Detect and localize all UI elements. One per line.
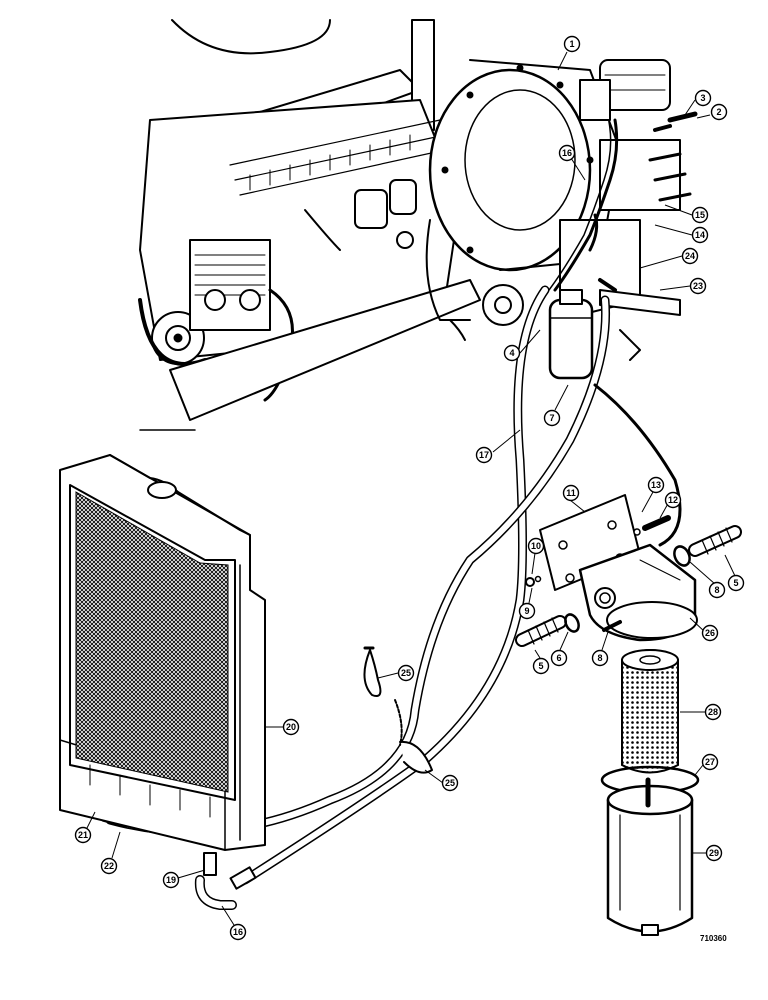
callout-label: 5 bbox=[538, 661, 543, 671]
callout-1: 1 bbox=[563, 35, 581, 53]
hose-clamp-25 bbox=[394, 699, 433, 774]
callout-label: 11 bbox=[566, 488, 576, 498]
hose-clamp-26 bbox=[363, 646, 382, 697]
o-ring-6-left bbox=[564, 613, 580, 633]
callout-label: 3 bbox=[700, 93, 705, 103]
callout-5-right: 5 bbox=[727, 574, 745, 592]
connector-5-right bbox=[688, 525, 742, 557]
callout-3: 3 bbox=[694, 89, 712, 107]
callout-6-left: 6 bbox=[550, 649, 568, 667]
callout-label: 5 bbox=[733, 578, 738, 588]
callout-label: 20 bbox=[286, 722, 296, 732]
callout-19: 19 bbox=[162, 871, 180, 889]
washer-10 bbox=[534, 575, 542, 583]
callout-label: 9 bbox=[524, 606, 529, 616]
callout-7: 7 bbox=[543, 409, 561, 427]
callout-21: 21 bbox=[74, 826, 92, 844]
callout-label: 7 bbox=[549, 413, 554, 423]
callout-label: 17 bbox=[479, 450, 489, 460]
callout-2: 2 bbox=[710, 103, 728, 121]
callout-label: 16 bbox=[562, 148, 572, 158]
hose-22 bbox=[105, 295, 611, 836]
callout-4: 4 bbox=[503, 344, 521, 362]
callout-16-upper: 16 bbox=[558, 144, 576, 162]
callout-label: 16 bbox=[233, 927, 243, 937]
callout-label: 6 bbox=[556, 653, 561, 663]
callout-label: 24 bbox=[685, 251, 695, 261]
stud-8 bbox=[602, 620, 622, 632]
callout-13: 13 bbox=[647, 476, 665, 494]
callout-label: 4 bbox=[509, 348, 514, 358]
callout-15: 15 bbox=[691, 206, 709, 224]
radiator-core bbox=[75, 491, 229, 793]
callout-25-upper: 25 bbox=[397, 664, 415, 682]
callout-label: 28 bbox=[708, 707, 718, 717]
callout-9: 9 bbox=[518, 602, 536, 620]
callout-11: 11 bbox=[562, 484, 580, 502]
callout-8-lower: 8 bbox=[591, 649, 609, 667]
callout-label: 21 bbox=[78, 830, 88, 840]
cooler-tube bbox=[548, 118, 619, 292]
hose-17 bbox=[240, 285, 550, 885]
callout-label: 22 bbox=[104, 861, 114, 871]
filter-head-assembly bbox=[539, 494, 698, 642]
nut-9 bbox=[525, 577, 535, 587]
callout-label: 25 bbox=[401, 668, 411, 678]
elbow-fitting-16 bbox=[194, 852, 237, 910]
callout-label: 2 bbox=[716, 107, 721, 117]
o-ring-8-right bbox=[673, 545, 691, 567]
callout-label: 19 bbox=[166, 875, 176, 885]
filter-bowl-29 bbox=[606, 777, 694, 936]
callout-5-left: 5 bbox=[532, 657, 550, 675]
callout-25-lower: 25 bbox=[441, 774, 459, 792]
callout-16-lower: 16 bbox=[229, 923, 247, 941]
callout-label: 27 bbox=[705, 757, 715, 767]
connector-5-left bbox=[515, 615, 567, 647]
callout-27: 27 bbox=[701, 753, 719, 771]
callout-10: 10 bbox=[527, 537, 545, 555]
callout-20: 20 bbox=[282, 718, 300, 736]
callout-label: 8 bbox=[597, 653, 602, 663]
callout-label: 25 bbox=[445, 778, 455, 788]
callout-label: 14 bbox=[695, 230, 705, 240]
callout-label: 13 bbox=[651, 480, 661, 490]
filter-element-28 bbox=[621, 649, 679, 774]
callout-label: 23 bbox=[693, 281, 703, 291]
figure-code: 710360 bbox=[700, 934, 727, 943]
engine-assembly bbox=[138, 19, 698, 431]
callout-29: 29 bbox=[705, 844, 723, 862]
callout-17: 17 bbox=[475, 446, 493, 464]
callout-label: 1 bbox=[569, 39, 574, 49]
callout-24: 24 bbox=[681, 247, 699, 265]
callout-14: 14 bbox=[691, 226, 709, 244]
callout-label: 10 bbox=[531, 541, 541, 551]
callout-label: 12 bbox=[668, 495, 678, 505]
callout-22: 22 bbox=[100, 857, 118, 875]
bolt-12 bbox=[633, 515, 671, 536]
callout-23: 23 bbox=[689, 277, 707, 295]
callout-label: 29 bbox=[709, 848, 719, 858]
callout-label: 15 bbox=[695, 210, 705, 220]
hose-to-filter bbox=[593, 383, 682, 547]
callout-label: 8 bbox=[714, 585, 719, 595]
callout-26: 26 bbox=[701, 624, 719, 642]
callout-8-right: 8 bbox=[708, 581, 726, 599]
callout-28: 28 bbox=[704, 703, 722, 721]
callout-label: 26 bbox=[705, 628, 715, 638]
callout-12: 12 bbox=[664, 491, 682, 509]
leader-lines bbox=[86, 51, 736, 926]
